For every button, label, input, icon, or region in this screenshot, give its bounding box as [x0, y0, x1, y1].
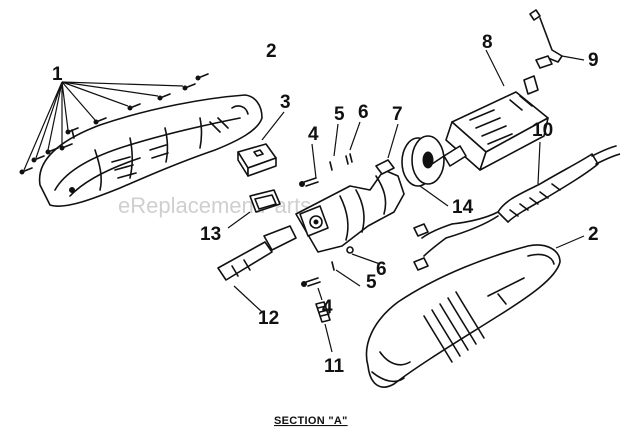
callout-14: 14	[452, 197, 474, 218]
switch-part	[237, 111, 285, 177]
callout-6-bottom: 6	[376, 259, 387, 280]
callout-13: 13	[200, 224, 221, 245]
brush-spring-part	[529, 9, 585, 69]
cord-part	[413, 141, 620, 271]
section-caption: SECTION "A"	[274, 415, 348, 427]
callout-5-bottom: 5	[366, 272, 377, 293]
callout-4-top: 4	[308, 124, 319, 145]
callout-3: 3	[280, 92, 291, 113]
shaft-lock-part	[217, 225, 297, 313]
callout-2-right: 2	[588, 224, 599, 245]
callout-11: 11	[324, 356, 345, 377]
callout-6-top: 6	[358, 102, 369, 123]
switch-cap-part	[227, 189, 281, 229]
pin-part	[315, 301, 333, 353]
motor-armature-part	[431, 49, 549, 171]
gear-housing-part	[295, 123, 405, 253]
fan-part	[401, 135, 449, 207]
callout-7: 7	[392, 104, 403, 125]
callout-10: 10	[532, 120, 553, 141]
callout-1: 1	[52, 64, 63, 85]
callout-5-top: 5	[334, 104, 345, 125]
callout-2-left: 2	[266, 41, 277, 62]
screw-set	[19, 73, 209, 175]
small-hardware	[299, 121, 381, 301]
callout-labels: 1 2 3 4 5 6 7 8 9 10 2 6 5 4 14 13 12 11	[52, 32, 599, 377]
callout-12: 12	[258, 308, 279, 329]
callout-9: 9	[588, 50, 599, 71]
callout-4-bottom: 4	[322, 297, 333, 318]
housing-assembled-right	[365, 235, 585, 388]
housing-half-left	[38, 94, 263, 207]
callout-8: 8	[482, 32, 493, 53]
